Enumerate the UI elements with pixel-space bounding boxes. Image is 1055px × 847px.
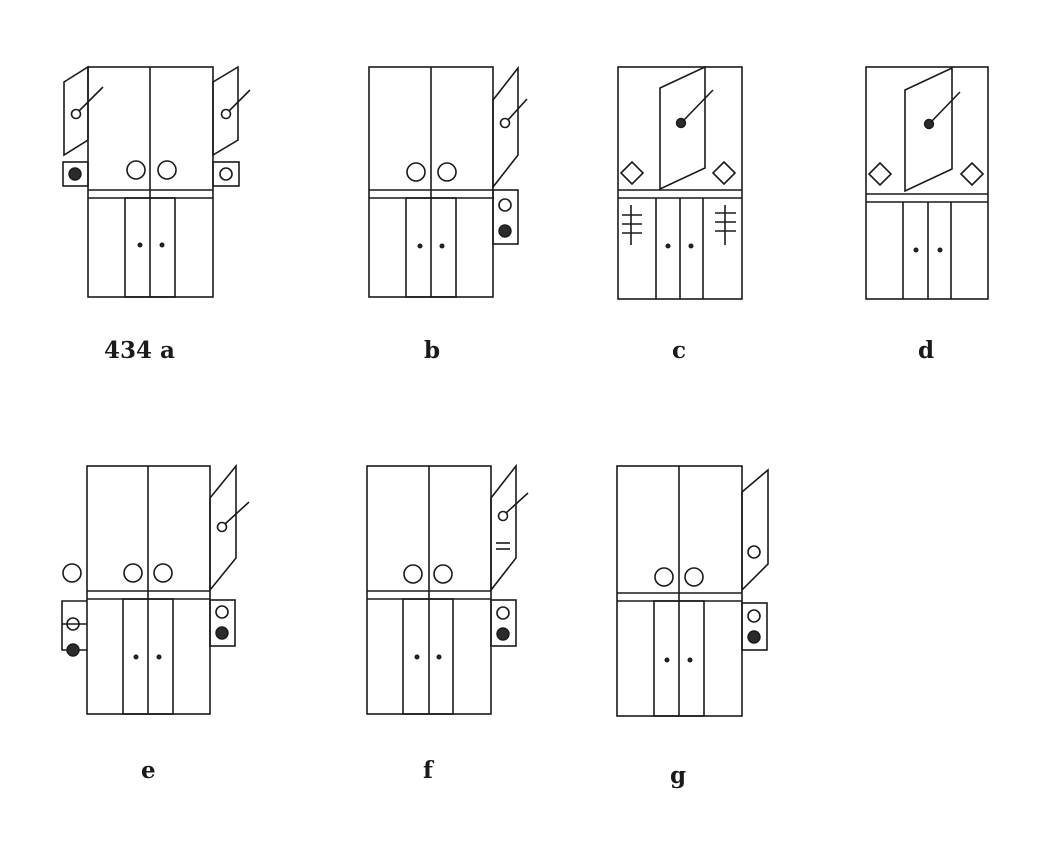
panel-a-drawing — [62, 65, 251, 298]
panel-g-label: g — [670, 762, 686, 789]
panel-d-label: d — [918, 337, 934, 364]
panel-c-drawing — [617, 65, 743, 300]
panel-b-label: b — [424, 337, 440, 364]
panel-b-drawing — [368, 65, 528, 298]
panel-e-drawing — [61, 463, 250, 715]
panel-f-drawing — [366, 463, 529, 715]
panel-d-drawing — [865, 66, 989, 300]
panel-f-label: f — [423, 757, 435, 784]
panel-c-label: c — [672, 337, 686, 364]
panel-e-label: e — [141, 757, 156, 784]
panel-g-drawing — [616, 465, 769, 717]
panel-a-label: 434 a — [104, 337, 175, 364]
